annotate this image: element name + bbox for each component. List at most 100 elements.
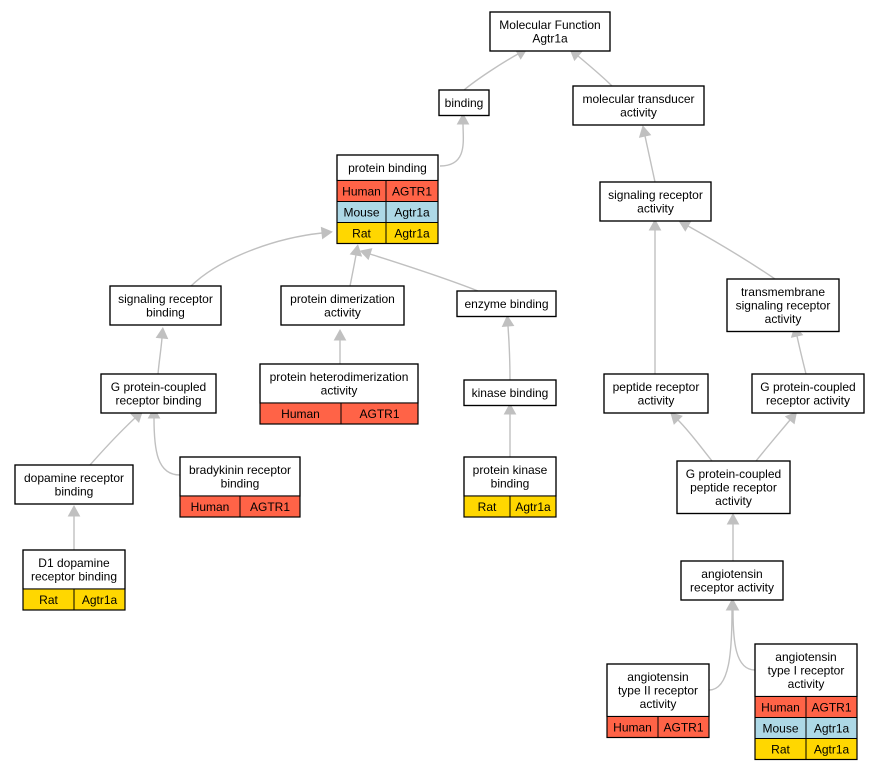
term-outline [259, 363, 419, 425]
term-outline [676, 460, 791, 515]
term-label-line: dopamine receptor [24, 471, 124, 485]
edge-line [153, 417, 181, 476]
arrowhead-icon [333, 328, 347, 341]
term-label-line: angiotensin [701, 567, 762, 581]
term-label-line: activity [638, 394, 675, 408]
species-label: Mouse [343, 206, 379, 220]
go-term-eb[interactable]: enzyme binding [456, 290, 557, 318]
edge-gpcpra-to-pra [670, 412, 713, 462]
edge-ara-to-gpcpra [726, 512, 740, 562]
annotation-row: Human AGTR1 [606, 716, 710, 738]
term-outline [463, 379, 557, 407]
edge-pda-to-pb [349, 244, 363, 287]
term-outline [179, 456, 301, 518]
term-label-line: angiotensin [775, 650, 836, 664]
go-term-kb[interactable]: kinase binding [463, 379, 557, 407]
arrowhead-icon [67, 504, 81, 517]
gene-label: Agtr1a [814, 722, 850, 736]
term-outline [438, 89, 490, 117]
term-label-line: binding [221, 477, 260, 491]
term-label-line: activity [765, 312, 802, 326]
go-term-binding[interactable]: binding [438, 89, 490, 117]
edge-line [732, 609, 756, 671]
arrowhead-icon [503, 402, 517, 415]
term-label-line: enzyme binding [464, 297, 548, 311]
arrowhead-icon [726, 512, 740, 525]
arrowhead-icon [456, 112, 470, 125]
term-label-line: peptide receptor [690, 481, 777, 495]
edge-line [439, 123, 465, 167]
edge-gpcrb-to-srb [155, 326, 169, 375]
term-box [109, 285, 222, 326]
species-label: Human [613, 721, 652, 735]
term-label-line: type II receptor [618, 684, 698, 698]
term-label-line: activity [321, 384, 358, 398]
edge-line [349, 254, 357, 287]
term-label-line: activity [715, 494, 752, 508]
arrowhead-icon [349, 244, 363, 257]
term-label-line: activity [620, 106, 657, 120]
edge-pb-to-binding [439, 112, 470, 167]
arrowhead-icon [784, 411, 798, 425]
arrowhead-icon [648, 218, 662, 231]
term-label-line: activity [324, 306, 361, 320]
term-outline [726, 278, 840, 333]
term-label-line: receptor activity [766, 394, 850, 408]
gene-label: Agtr1a [814, 743, 850, 757]
term-outline [336, 154, 439, 245]
edge-kb-to-eb [501, 314, 515, 381]
gene-label: AGTR1 [250, 500, 290, 514]
edge-mta-to-mf [569, 48, 613, 87]
edge-sra-to-mta [638, 125, 656, 183]
arrowhead-icon [670, 412, 683, 425]
species-label: Rat [771, 743, 790, 757]
edge-binding-to-mf [463, 48, 528, 91]
term-label-line: molecular transducer [582, 92, 694, 106]
edge-line [190, 232, 323, 287]
edge-line [708, 609, 733, 691]
gene-label: AGTR1 [811, 701, 851, 715]
term-label-line: activity [640, 697, 677, 711]
term-outline [489, 11, 611, 52]
term-label-line: activity [788, 677, 825, 691]
term-outline [606, 663, 710, 739]
species-label: Rat [352, 227, 371, 241]
term-label-line: G protein-coupled [760, 380, 855, 394]
gene-label: Agtr1a [515, 500, 551, 514]
term-label-line: protein binding [348, 161, 427, 175]
term-outline [22, 549, 126, 611]
term-box [22, 549, 126, 590]
term-box [463, 456, 557, 497]
arrowhead-icon [726, 598, 740, 611]
term-label-line: signaling receptor [736, 299, 831, 313]
term-box [726, 278, 840, 333]
term-label-line: kinase binding [472, 386, 549, 400]
term-label-line: receptor binding [31, 570, 117, 584]
annotation-row: Rat Agtr1a [754, 738, 858, 760]
gene-label: AGTR1 [663, 721, 703, 735]
term-outline [572, 85, 705, 126]
